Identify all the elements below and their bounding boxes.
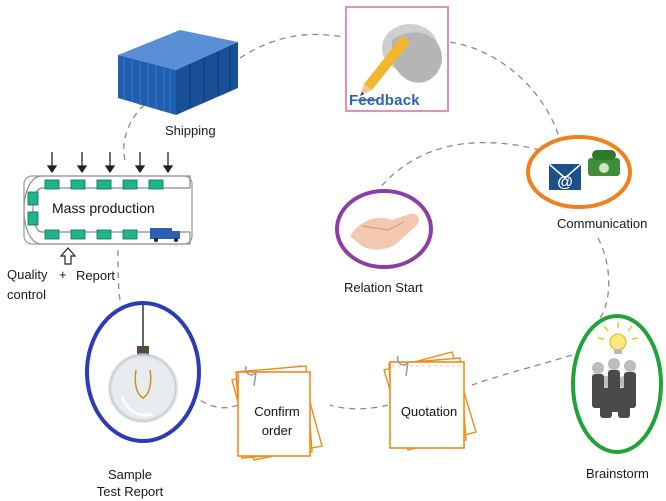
quality-control-label-line2: control [7, 287, 47, 302]
shipping-label: Shipping [165, 123, 216, 138]
feedback-label: Feedback [349, 92, 420, 109]
truck-icon [150, 228, 180, 242]
connector-feedback-communication [449, 41, 561, 141]
communication-label: Communication [557, 216, 648, 231]
plus-label: + [59, 267, 67, 282]
quality-control-label-line1: Quality [7, 267, 48, 282]
connector-confirm-sample [199, 399, 239, 409]
pendant-lamp-icon [108, 305, 178, 423]
connector-communication-relation [377, 141, 541, 191]
sample-label-line2: Test Report [96, 484, 164, 499]
shipping-container-icon [118, 30, 238, 115]
connector-lines [117, 33, 610, 410]
relation-start-node [335, 189, 433, 269]
pencil-hand-icon [358, 24, 443, 101]
document-stack-icon [383, 351, 477, 451]
sample-label-line1: Sample [107, 467, 153, 482]
feedback-card [345, 6, 449, 112]
connector-quotation-confirm [329, 404, 389, 410]
relation-start-label: Relation Start [344, 280, 423, 295]
confirm-order-label-line1: Confirm [254, 404, 300, 419]
connector-quality-mass [117, 244, 121, 301]
quotation-label: Quotation [400, 404, 458, 419]
confirm-order-label-line2: order [261, 423, 293, 438]
communication-node: @ [526, 135, 632, 209]
handshake-icon [350, 213, 419, 250]
phone-icon [588, 150, 620, 176]
brainstorm-label: Brainstorm [586, 466, 649, 481]
sample-node [85, 301, 201, 443]
production-line-icon [23, 152, 193, 265]
email-icon: @ [548, 163, 582, 191]
report-label: Report [76, 268, 116, 283]
connector-brainstorm-quotation [471, 354, 573, 386]
brainstorm-node [571, 314, 663, 454]
up-arrow-icon [59, 247, 77, 265]
connector-shipping-feedback [239, 33, 349, 59]
svg-text:@: @ [557, 174, 573, 191]
connector-mass-shipping [123, 99, 151, 161]
mass-production-label: Mass production [52, 200, 155, 216]
document-stack-icon [231, 365, 323, 461]
connector-communication-brainstorm [597, 237, 610, 319]
people-lightbulb-icon [592, 322, 639, 418]
